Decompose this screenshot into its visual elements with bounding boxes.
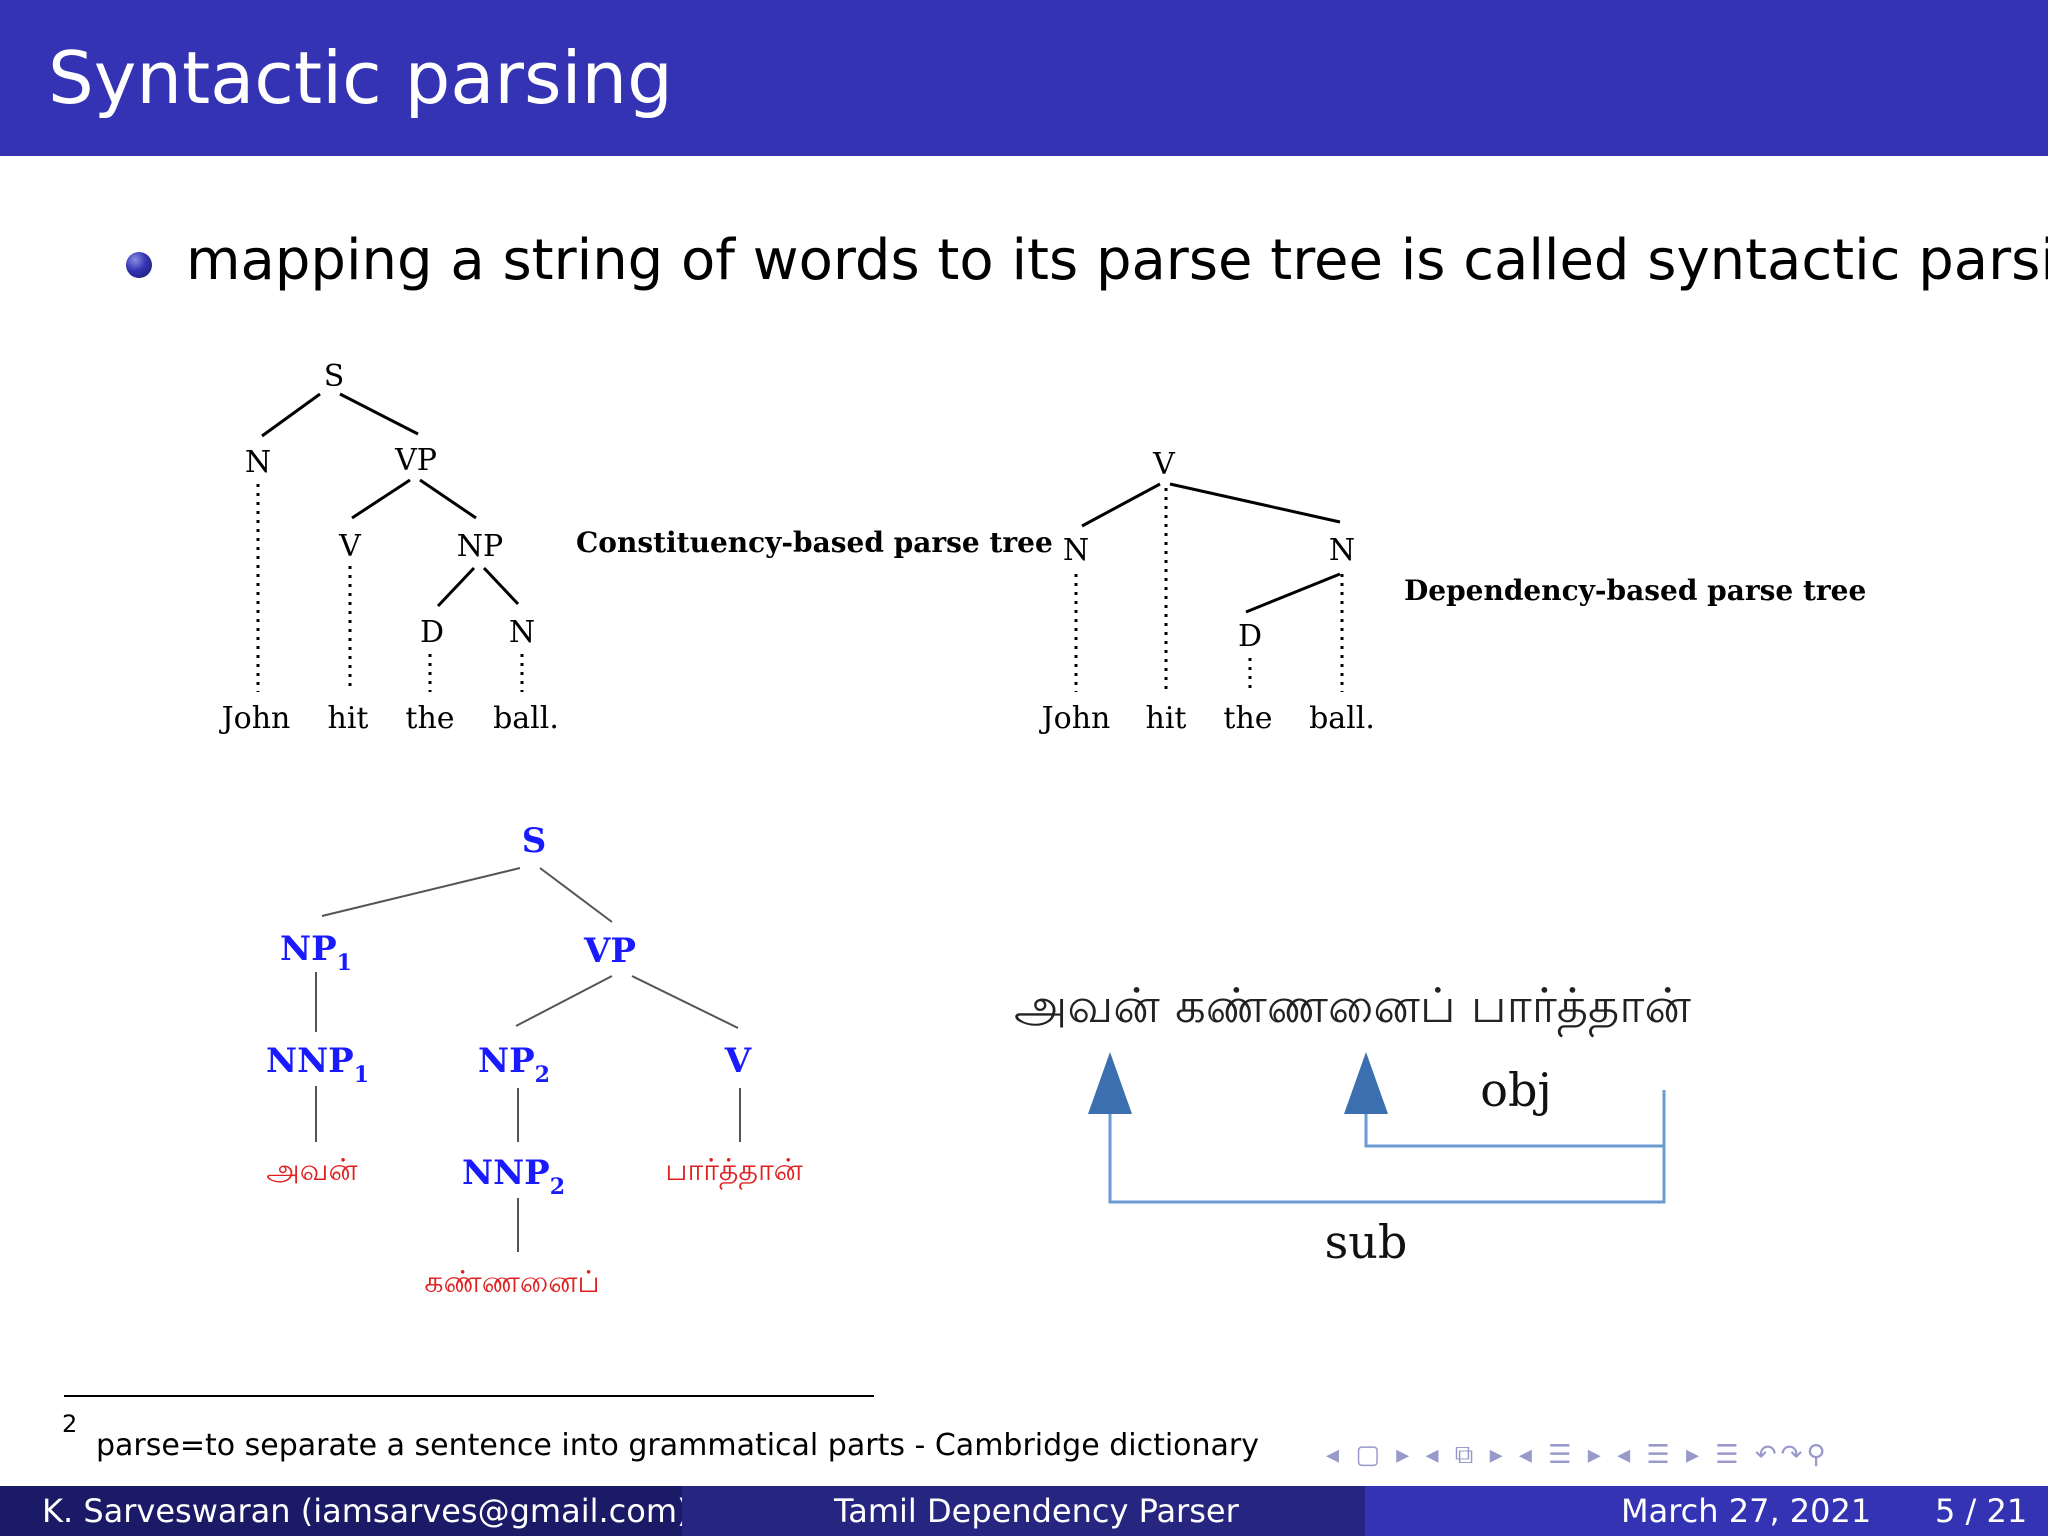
ta-word-avan: அவன்	[266, 1153, 357, 1188]
node-s: S	[324, 359, 345, 394]
dep-node-n-right: N	[1329, 533, 1355, 568]
ta-node-np1: NP1	[280, 929, 352, 976]
dep-word-3: the	[1223, 701, 1272, 736]
ta-word-paarththaan: பார்த்தான்	[665, 1153, 803, 1190]
sub-label: sub	[1325, 1215, 1408, 1269]
footer-title-section: Tamil Dependency Parser	[682, 1486, 1365, 1536]
node-d: D	[420, 615, 444, 650]
footer-author-section: K. Sarveswaran (iamsarves@gmail.com)	[0, 1486, 689, 1536]
node-v: V	[338, 529, 362, 564]
sub-arrowhead-icon	[1088, 1052, 1132, 1114]
footnote-mark: 2	[62, 1410, 78, 1438]
node-n: N	[245, 445, 271, 480]
slide-header: Syntactic parsing	[0, 0, 2048, 156]
bullet-item: mapping a string of words to its parse t…	[124, 222, 2048, 302]
footer-date: March 27, 2021	[1621, 1492, 1872, 1530]
constituency-caption: Constituency-based parse tree	[576, 526, 1053, 559]
dep-node-n-left: N	[1063, 533, 1089, 568]
slide-title: Syntactic parsing	[48, 36, 673, 120]
ta-dep-sentence: அவன் கண்ணனைப் பார்த்தான்	[1014, 978, 1691, 1038]
dep-node-d: D	[1238, 619, 1262, 654]
footer-author: K. Sarveswaran (iamsarves@gmail.com)	[42, 1492, 690, 1530]
ta-node-nnp2-label: NNP	[462, 1153, 550, 1193]
ta-node-nnp1-label: NNP	[266, 1041, 354, 1081]
ta-node-v: V	[724, 1041, 752, 1081]
ta-node-np2-sub: 2	[535, 1062, 550, 1088]
footer-title: Tamil Dependency Parser	[834, 1492, 1239, 1530]
node-vp: VP	[394, 443, 437, 478]
footer-page: 5 / 21	[1935, 1492, 2028, 1530]
beamer-navigation-icons[interactable]: ◂ ▢ ▸ ◂ ⧉ ▸ ◂ ☰ ▸ ◂ ☰ ▸ ☰ ↶↷⚲	[1326, 1440, 1830, 1470]
ta-node-nnp1: NNP1	[266, 1041, 369, 1088]
dep-word-4: ball.	[1309, 701, 1375, 736]
bullet-icon	[126, 252, 152, 278]
ta-node-np2-label: NP	[478, 1041, 535, 1081]
footnote-text: parse=to separate a sentence into gramma…	[96, 1428, 1260, 1463]
node-n2: N	[509, 615, 535, 650]
ta-node-nnp1-sub: 1	[354, 1062, 369, 1088]
ta-node-nnp2: NNP2	[462, 1153, 565, 1200]
dep-word-1: John	[1039, 701, 1111, 736]
constituency-tree: S N VP V NP D N John hit the ball. Const…	[219, 359, 1053, 736]
tamil-constituency-tree: S NP1 VP NNP1 NP2 V NNP2 அவன் பார்த்தான்…	[266, 821, 803, 1300]
obj-arrowhead-icon	[1344, 1052, 1388, 1114]
dependency-tree: V N N D John hit the ball. Dependency-ba…	[1039, 447, 1867, 736]
ta-node-s: S	[522, 821, 547, 861]
footer-date-section: March 27, 2021 5 / 21	[1365, 1486, 2048, 1536]
word-1: John	[219, 701, 291, 736]
word-3: the	[405, 701, 454, 736]
dep-word-2: hit	[1146, 701, 1187, 736]
dep-node-v: V	[1152, 447, 1176, 482]
ta-node-np1-sub: 1	[337, 950, 352, 976]
ta-node-np1-label: NP	[280, 929, 337, 969]
ta-word-kannanai: கண்ணனைப்	[424, 1265, 599, 1300]
dependency-caption: Dependency-based parse tree	[1404, 574, 1866, 607]
word-2: hit	[328, 701, 369, 736]
ta-node-vp: VP	[583, 931, 636, 971]
slide-footer: K. Sarveswaran (iamsarves@gmail.com) Tam…	[0, 1486, 2048, 1536]
word-4: ball.	[493, 701, 559, 736]
ta-node-np2: NP2	[478, 1041, 550, 1088]
tamil-dependency-figure: அவன் கண்ணனைப் பார்த்தான் obj sub	[1014, 978, 1691, 1269]
bullet-text: mapping a string of words to its parse t…	[186, 228, 2048, 293]
obj-label: obj	[1480, 1063, 1551, 1117]
node-np: NP	[457, 529, 503, 564]
footnote-rule	[64, 1395, 874, 1397]
ta-node-nnp2-sub: 2	[550, 1174, 565, 1200]
bullet-text-body: mapping a string of words to its parse t…	[186, 228, 2048, 293]
